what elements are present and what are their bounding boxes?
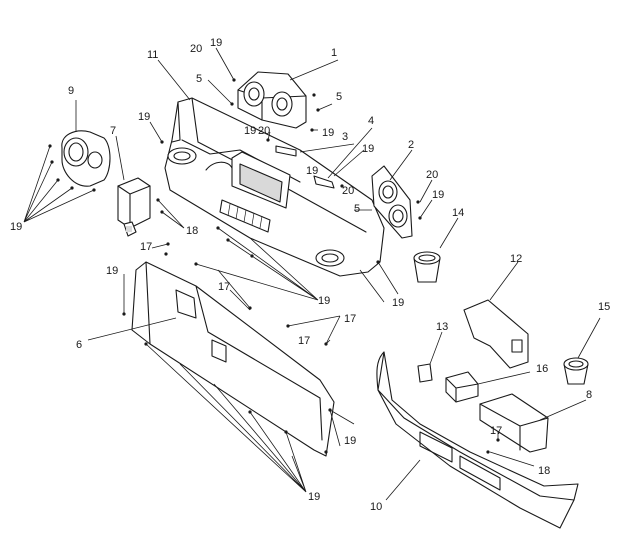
part-8-glove-box [479,393,549,453]
callout-15: 15 [598,301,610,313]
callout-16: 16 [536,363,548,375]
part-12-mounting-plate [463,299,529,369]
leader-lines [23,47,601,501]
callout-20: 20 [426,169,438,181]
part-3-bracket [275,145,297,157]
callout-labels: 1 2 3 4 5 5 5 6 7 8 9 10 11 12 13 14 15 … [10,37,610,513]
part-6-lower-panel [131,261,335,457]
callout-9: 9 [68,85,74,97]
callout-13: 13 [436,321,448,333]
part-9-left-vent [61,130,111,187]
callout-19: 19 [306,165,318,177]
part-10-front-shell [376,351,579,529]
callout-5: 5 [196,73,202,85]
part-15-cup-insert [563,357,589,385]
callout-19: 19 [318,295,330,307]
part-1-speaker-pod [237,71,307,129]
callout-19: 19 [138,111,150,123]
callout-17: 17 [298,335,310,347]
callout-3: 3 [342,131,348,143]
callout-19: 19 [244,125,256,137]
callout-5: 5 [336,91,342,103]
part-16-vent-box [445,371,479,403]
part-2-speaker-pod [371,165,413,239]
part-4-bracket [313,175,335,189]
callout-4: 4 [368,115,374,127]
callout-17: 17 [490,425,502,437]
part-11-dashboard-frame [164,97,385,277]
callout-6: 6 [76,339,82,351]
callout-19: 19 [432,189,444,201]
callout-19: 19 [344,435,356,447]
callout-20: 20 [258,125,270,137]
callout-19: 19 [10,221,22,233]
callout-7: 7 [110,125,116,137]
callout-17: 17 [218,281,230,293]
callout-20: 20 [190,43,202,55]
callout-8: 8 [586,389,592,401]
callout-5: 5 [354,203,360,215]
callout-17: 17 [344,313,356,325]
callout-19: 19 [392,297,404,309]
callout-20: 20 [342,185,354,197]
part-13-pad [417,363,433,383]
callout-12: 12 [510,253,522,265]
callout-10: 10 [370,501,382,513]
part-7-module [117,177,151,237]
callout-2: 2 [408,139,414,151]
callout-14: 14 [452,207,464,219]
callout-11: 11 [147,49,158,61]
part-14-cup-insert [413,251,441,283]
callout-19: 19 [362,143,374,155]
callout-18: 18 [538,465,550,477]
callout-19: 19 [308,491,320,503]
callout-19: 19 [210,37,222,49]
callout-17: 17 [140,241,152,253]
callout-1: 1 [331,47,337,59]
callout-19: 19 [106,265,118,277]
callout-19: 19 [322,127,334,139]
callout-18: 18 [186,225,198,237]
